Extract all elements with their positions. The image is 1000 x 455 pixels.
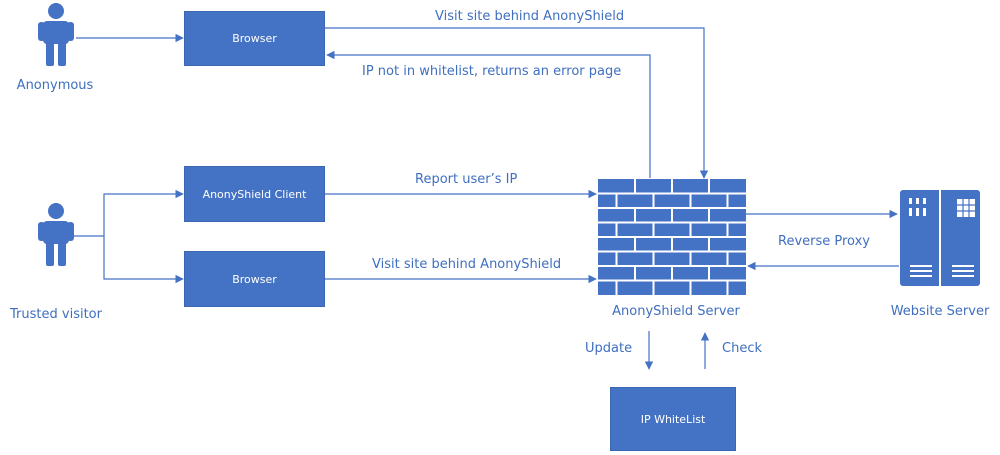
browser-box-anonymous: Browser	[184, 11, 325, 66]
website-server-label: Website Server	[890, 304, 990, 319]
browser-box-label: Browser	[232, 272, 277, 286]
firewall-icon	[598, 179, 746, 295]
trusted-visitor-split-connector	[74, 189, 184, 237]
ip-whitelist-box: IP WhiteList	[610, 387, 736, 451]
visit-site-top-label: Visit site behind AnonyShield	[435, 9, 625, 24]
anonymous-person-icon	[38, 3, 74, 66]
trusted-visitor-label: Trusted visitor	[10, 307, 102, 322]
error-page-label: IP not in whitelist, returns an error pa…	[362, 64, 622, 79]
anonyshield-client-box: AnonyShield Client	[184, 166, 325, 222]
visit-site-bottom-label: Visit site behind AnonyShield	[372, 257, 562, 272]
visit-site-top-arrow	[325, 27, 709, 179]
trusted-visitor-to-browser-arrow	[103, 236, 184, 284]
check-label: Check	[722, 341, 762, 356]
website-server-icon	[900, 190, 980, 286]
anonyshield-server-label: AnonyShield Server	[612, 304, 740, 319]
anonymous-label: Anonymous	[16, 78, 94, 93]
reverse-proxy-label: Reverse Proxy	[778, 234, 870, 249]
browser-box-trusted: Browser	[184, 251, 325, 307]
anonyshield-client-label: AnonyShield Client	[202, 187, 307, 201]
update-label: Update	[585, 341, 633, 356]
report-ip-label: Report user’s IP	[415, 172, 518, 187]
ip-whitelist-label: IP WhiteList	[640, 412, 706, 426]
error-page-return-arrow	[326, 50, 651, 178]
trusted-visitor-person-icon	[38, 203, 74, 266]
browser-box-label: Browser	[232, 32, 277, 45]
